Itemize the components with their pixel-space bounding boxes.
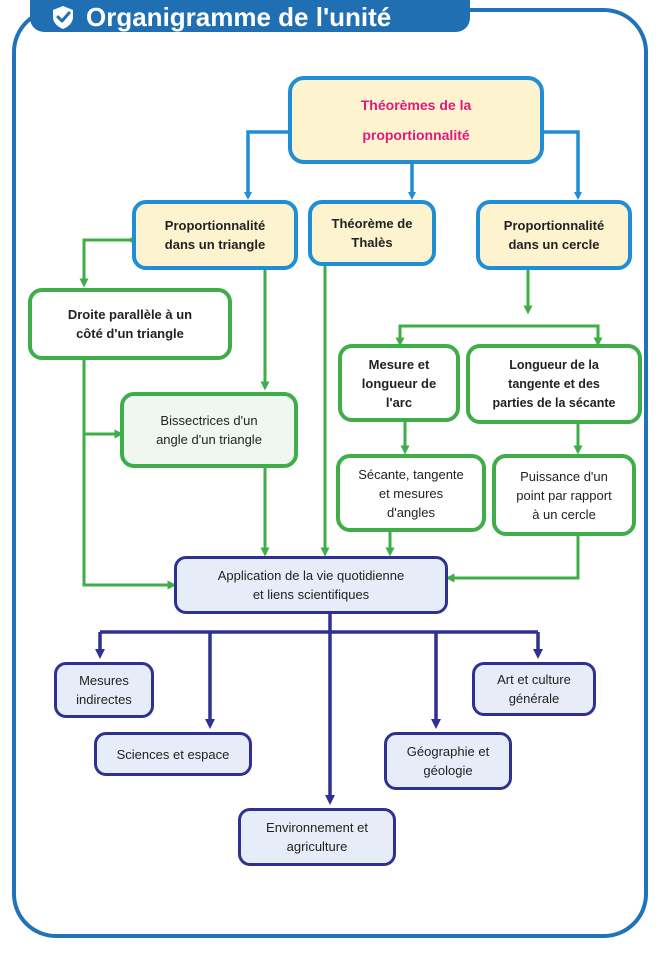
page-title: Organigramme de l'unité xyxy=(86,2,392,32)
arrow-triangle-bidirectional xyxy=(79,235,136,288)
power-line-2: point par rapport xyxy=(516,487,612,503)
bisectors-node: Bissectrices d'un angle d'un triangle xyxy=(120,392,298,468)
tangent-line-2: tangente et des xyxy=(508,376,600,391)
arc-line-1: Mesure et xyxy=(368,356,430,372)
angles-line-3: d'angles xyxy=(386,504,436,520)
geography-line-1: Géographie et xyxy=(406,744,490,759)
bisectors-line-1: Bissectrices d'un xyxy=(160,413,258,428)
angles-line-2: et mesures xyxy=(378,485,444,501)
arc-line-2: longueur de xyxy=(361,375,437,391)
arc-measure-node: Mesure et longueur de l'arc xyxy=(338,344,460,422)
application-line-2: et liens scientifiques xyxy=(252,587,370,602)
indirect-line-2: indirectes xyxy=(76,692,132,707)
root-line-1: Théorèmes de la xyxy=(360,97,472,113)
thales-line-1: Théorème de xyxy=(331,216,413,231)
environment-line-2: agriculture xyxy=(286,839,348,854)
angles-line-1: Sécante, tangente xyxy=(358,466,464,482)
root-node: Théorèmes de la proportionnalité xyxy=(288,76,544,164)
power-line-1: Puissance d'un xyxy=(520,468,608,484)
title-banner: Organigramme de l'unité xyxy=(30,0,470,32)
environment-line-1: Environnement et xyxy=(266,820,368,835)
circle-proportionality-node: Proportionnalité dans un cercle xyxy=(476,200,632,270)
application-node: Application de la vie quotidienne et lie… xyxy=(174,556,448,614)
arrow-circle-to-arc-and-tangent xyxy=(398,324,600,342)
point-power-node: Puissance d'un point par rapport à un ce… xyxy=(492,454,636,536)
arrow-parallel-to-application xyxy=(82,434,177,590)
art-culture-node: Art et culture générale xyxy=(472,662,596,716)
indirect-measures-node: Mesures indirectes xyxy=(54,662,154,718)
power-line-3: à un cercle xyxy=(532,506,596,522)
circle-line-1: Proportionnalité xyxy=(503,218,605,233)
tangent-length-node: Longueur de la tangente et des parties d… xyxy=(466,344,642,424)
geography-geology-node: Géographie et géologie xyxy=(384,732,512,790)
parallel-line-2: côté d'un triangle xyxy=(76,326,184,341)
indirect-line-1: Mesures xyxy=(79,673,129,688)
space-line-1: Sciences et espace xyxy=(116,746,230,762)
tangent-line-1: Longueur de la xyxy=(509,357,599,372)
arrow-root-to-triangle xyxy=(244,130,290,200)
arrow-power-to-application xyxy=(445,534,580,583)
application-line-1: Application de la vie quotidienne xyxy=(217,568,405,583)
tangent-line-3: parties de la sécante xyxy=(492,395,616,410)
arrow-parallel-to-bisectors xyxy=(82,360,124,439)
triangle-line-1: Proportionnalité xyxy=(164,218,266,233)
environment-agriculture-node: Environnement et agriculture xyxy=(238,808,396,866)
bisectors-line-2: angle d'un triangle xyxy=(156,432,262,447)
thales-theorem-node: Théorème de Thalès xyxy=(308,200,436,266)
parallel-line-node: Droite parallèle à un côté d'un triangle xyxy=(28,288,232,360)
parallel-line-1: Droite parallèle à un xyxy=(67,307,193,322)
root-line-2: proportionnalité xyxy=(362,127,470,143)
circle-line-2: dans un cercle xyxy=(508,237,600,252)
arc-line-3: l'arc xyxy=(385,394,413,410)
geography-line-2: géologie xyxy=(423,763,473,778)
sciences-space-node: Sciences et espace xyxy=(94,732,252,776)
thales-line-2: Thalès xyxy=(351,235,393,250)
arrow-root-to-circle xyxy=(542,130,582,200)
triangle-proportionality-node: Proportionnalité dans un triangle xyxy=(132,200,298,270)
secant-angles-node: Sécante, tangente et mesures d'angles xyxy=(336,454,486,532)
art-line-1: Art et culture xyxy=(497,672,571,687)
shield-check-icon xyxy=(53,6,73,29)
triangle-line-2: dans un triangle xyxy=(164,237,266,252)
art-line-2: générale xyxy=(508,691,560,706)
